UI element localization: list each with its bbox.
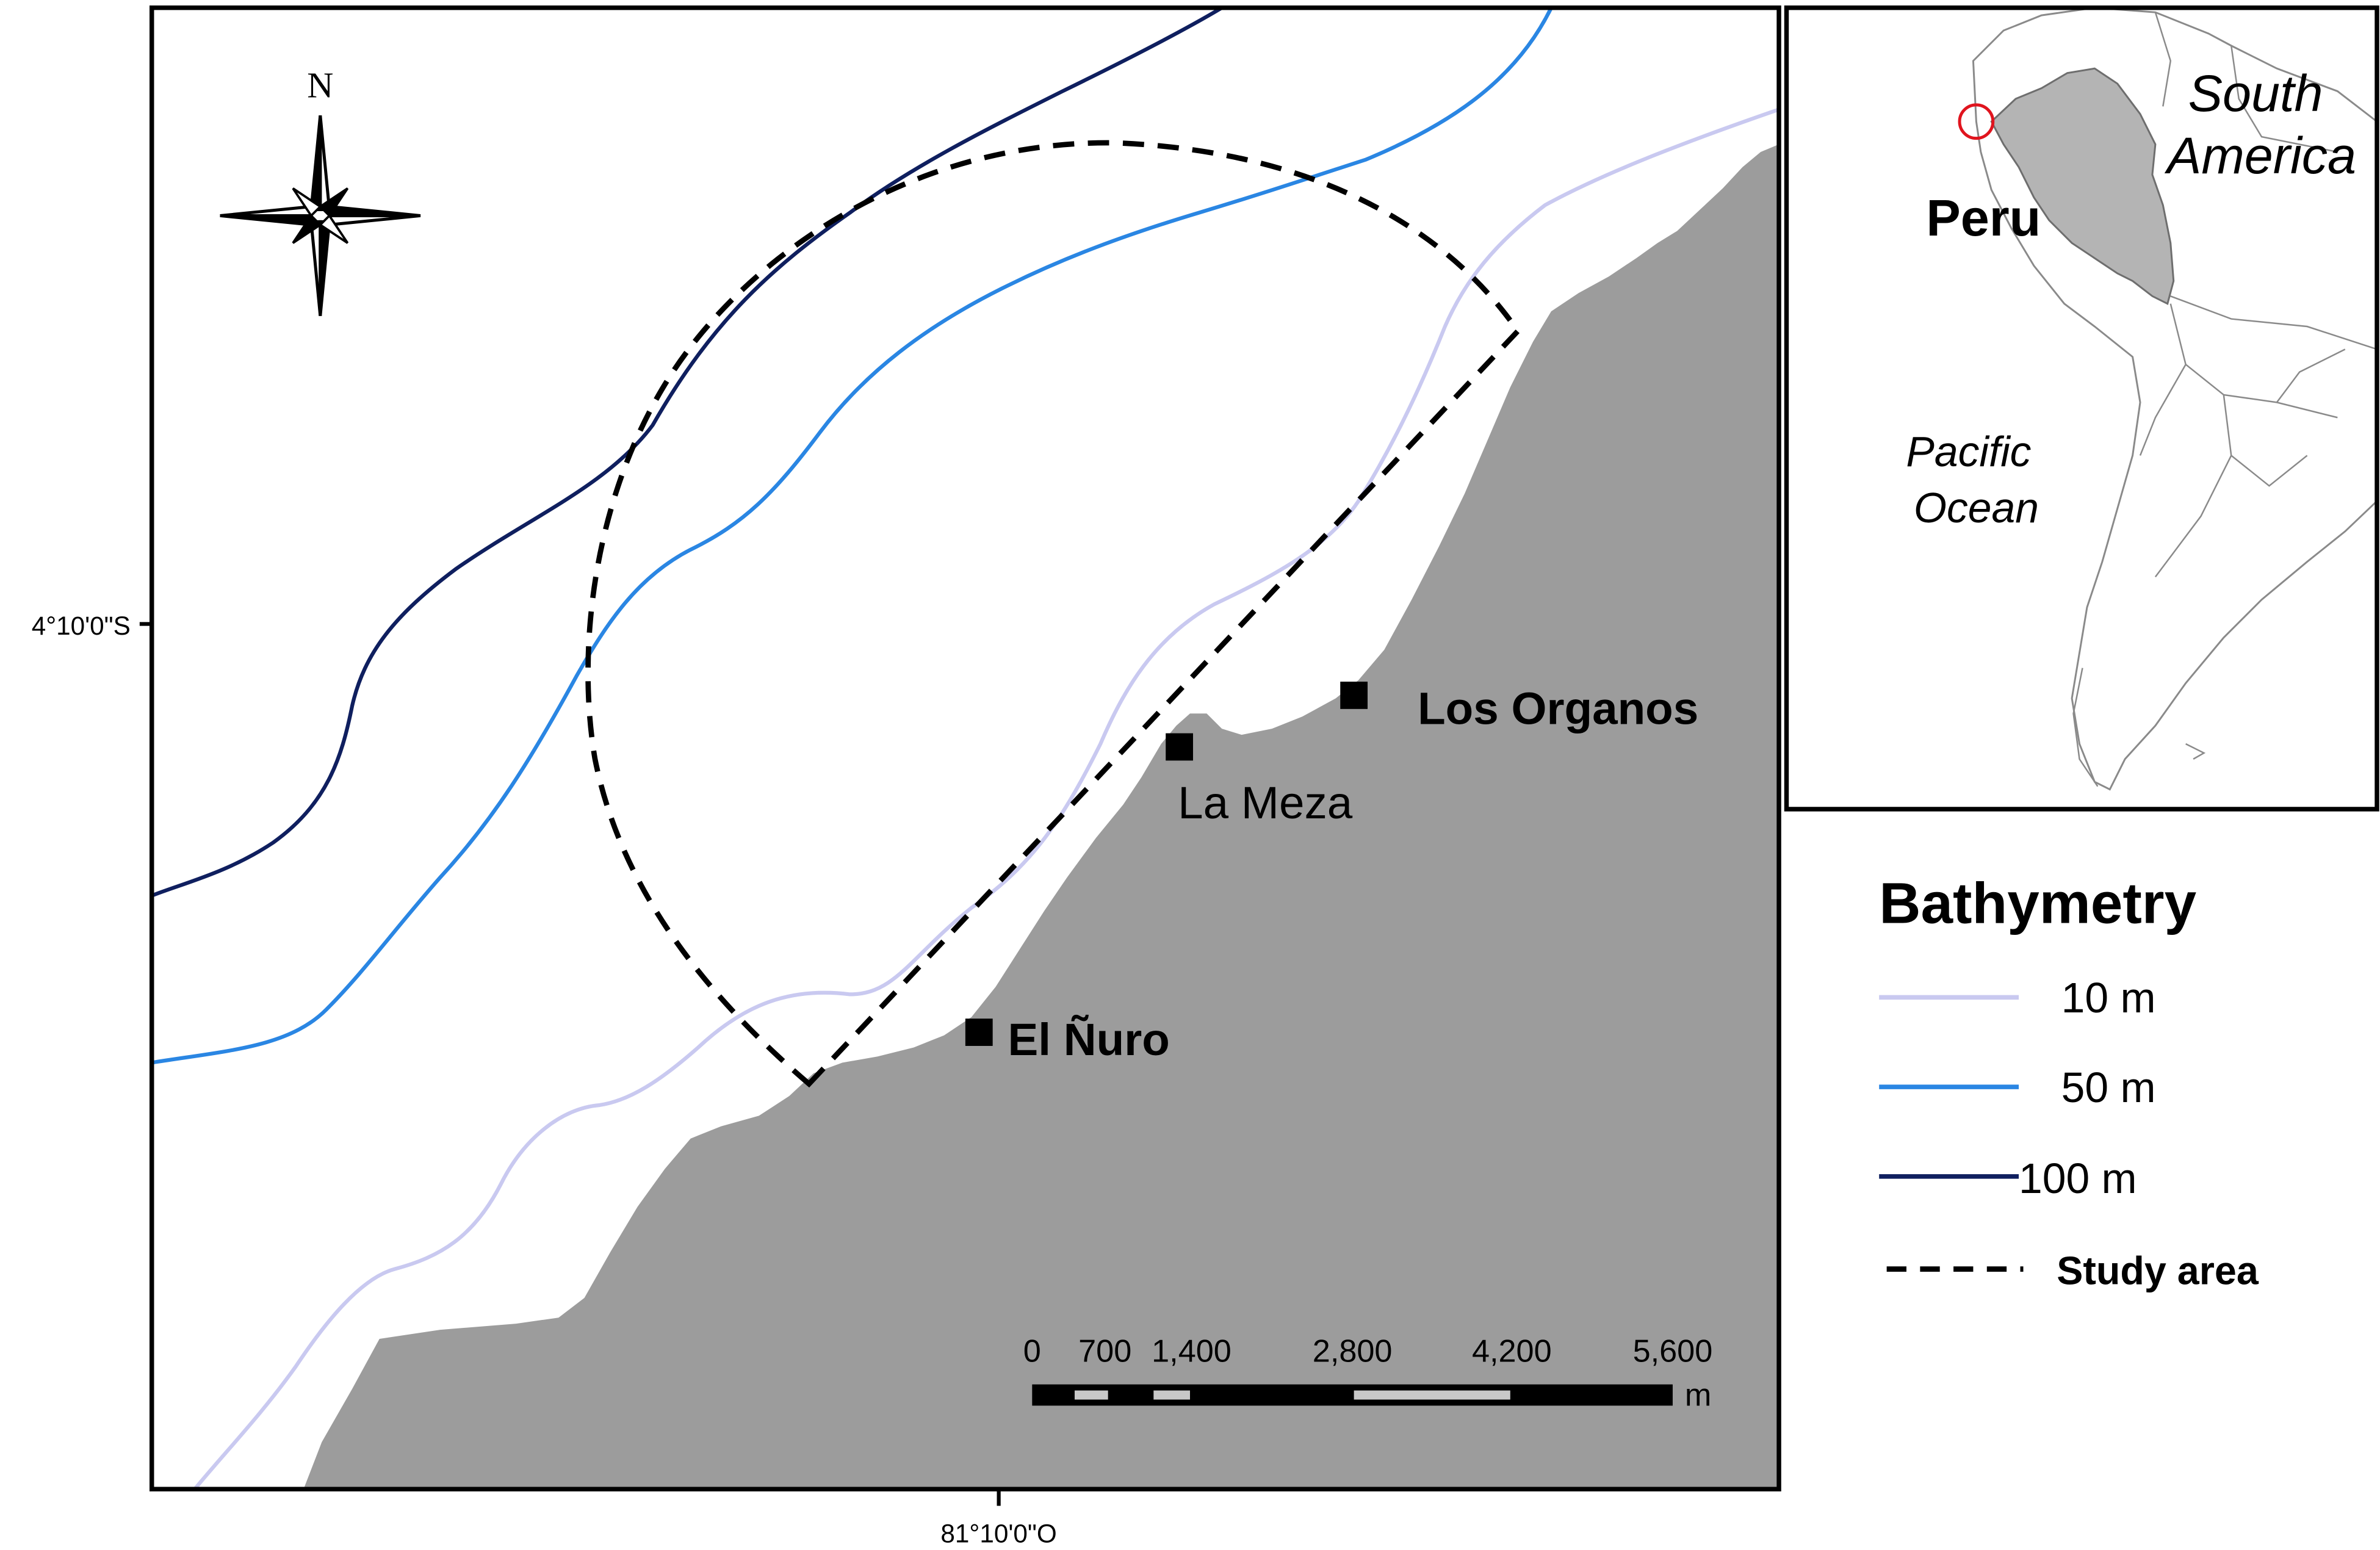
scale-bar: 0 700 1,400 2,800 4,200 5,600 m — [1023, 1333, 1712, 1413]
scale-tick-4200: 4,200 — [1472, 1333, 1552, 1369]
scale-tick-0: 0 — [1023, 1333, 1041, 1369]
los-organos-marker — [1340, 682, 1368, 709]
inset-map: South America Peru Pacific Ocean — [1784, 5, 2379, 812]
legend-label-10m: 10 m — [2061, 974, 2156, 1022]
inset-borders — [2139, 12, 2378, 578]
ocean-label-line1: Pacific — [1906, 428, 2031, 475]
inset-location-marker — [1958, 103, 1995, 140]
longitude-label: 81°10'0"O — [940, 1519, 1056, 1548]
north-label: N — [307, 65, 333, 105]
ocean-label-line2: Ocean — [1914, 484, 2039, 532]
peru-shape — [1990, 67, 2175, 305]
country-label: Peru — [1926, 189, 2041, 247]
continent-label-line2: America — [2164, 126, 2356, 184]
el-nuro-label: El Ñuro — [1008, 1014, 1170, 1065]
latitude-label: 4°10'0"S — [32, 611, 131, 640]
scale-tick-700: 700 — [1078, 1333, 1131, 1369]
continent-label-line1: South — [2188, 64, 2323, 122]
scale-tick-1400: 1,400 — [1152, 1333, 1231, 1369]
la-meza-label: La Meza — [1178, 777, 1353, 828]
study-area-outline — [585, 140, 1521, 1088]
contour-50m — [151, 7, 1553, 1065]
north-arrow-icon: N — [220, 65, 421, 316]
legend-label-study-area: Study area — [2057, 1248, 2259, 1292]
legend-label-50m: 50 m — [2061, 1064, 2156, 1111]
inset-map-frame — [1784, 5, 2379, 812]
main-map: 4°10'0"S 81°10'0"O N Los Organos — [32, 5, 1781, 1548]
scale-tick-5600: 5,600 — [1633, 1333, 1713, 1369]
contour-100m — [151, 7, 1223, 898]
contour-10m — [192, 107, 1780, 1490]
main-map-frame — [149, 5, 1781, 1491]
legend: Bathymetry 10 m 50 m 100 m Study area — [1879, 871, 2259, 1292]
inset-southern-islands — [2072, 668, 2206, 787]
los-organos-label: Los Organos — [1418, 683, 1698, 734]
scale-tick-2800: 2,800 — [1313, 1333, 1393, 1369]
scale-unit: m — [1685, 1377, 1712, 1413]
legend-label-100m: 100 m — [2019, 1155, 2137, 1202]
el-nuro-marker — [965, 1018, 993, 1046]
la-meza-marker — [1166, 733, 1193, 761]
land-area — [303, 144, 1780, 1490]
legend-title: Bathymetry — [1879, 871, 2196, 936]
